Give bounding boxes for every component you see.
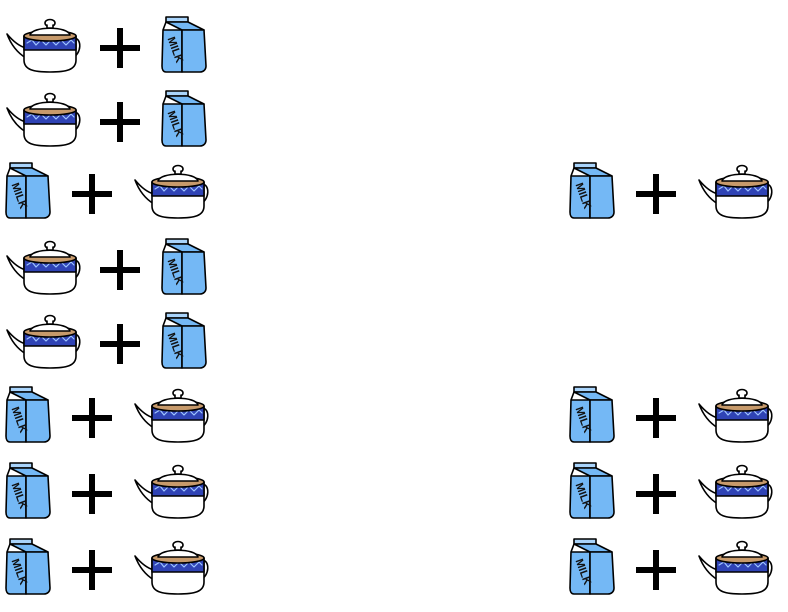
equation-left: MILK: [0, 14, 220, 84]
teapot-icon: [6, 92, 81, 147]
milk-carton-icon: MILK: [161, 312, 207, 369]
plus-sign: [72, 474, 112, 514]
equation-left: MILK: [0, 384, 220, 454]
equation-right: MILK: [564, 384, 784, 454]
milk-carton-icon: MILK: [161, 238, 207, 295]
plus-sign: [100, 28, 140, 68]
equation-left: MILK: [0, 160, 220, 230]
teapot-icon: [134, 164, 209, 219]
milk-carton-icon: MILK: [161, 16, 207, 73]
teapot-icon: [698, 388, 773, 443]
teapot-icon: [698, 164, 773, 219]
equation-left: MILK: [0, 236, 220, 306]
plus-sign: [72, 550, 112, 590]
milk-carton-icon: MILK: [569, 538, 615, 595]
milk-carton-icon: MILK: [5, 462, 51, 519]
milk-carton-icon: MILK: [569, 162, 615, 219]
teapot-icon: [698, 464, 773, 519]
equation-left: MILK: [0, 460, 220, 530]
milk-carton-icon: MILK: [161, 90, 207, 147]
plus-sign: [72, 398, 112, 438]
plus-sign: [636, 398, 676, 438]
teapot-icon: [134, 388, 209, 443]
plus-sign: [100, 250, 140, 290]
milk-carton-icon: MILK: [569, 386, 615, 443]
equation-left: MILK: [0, 310, 220, 380]
equation-right: MILK: [564, 160, 784, 230]
milk-carton-icon: MILK: [5, 538, 51, 595]
milk-carton-icon: MILK: [569, 462, 615, 519]
equation-left: MILK: [0, 536, 220, 606]
teapot-icon: [134, 540, 209, 595]
teapot-icon: [698, 540, 773, 595]
plus-sign: [636, 550, 676, 590]
plus-sign: [100, 324, 140, 364]
plus-sign: [100, 102, 140, 142]
plus-sign: [636, 174, 676, 214]
milk-carton-icon: MILK: [5, 162, 51, 219]
teapot-icon: [6, 314, 81, 369]
teapot-icon: [6, 240, 81, 295]
teapot-icon: [134, 464, 209, 519]
equation-right: MILK: [564, 536, 784, 606]
milk-carton-icon: MILK: [5, 386, 51, 443]
equation-left: MILK: [0, 88, 220, 158]
plus-sign: [72, 174, 112, 214]
teapot-icon: [6, 18, 81, 73]
plus-sign: [636, 474, 676, 514]
equation-right: MILK: [564, 460, 784, 530]
